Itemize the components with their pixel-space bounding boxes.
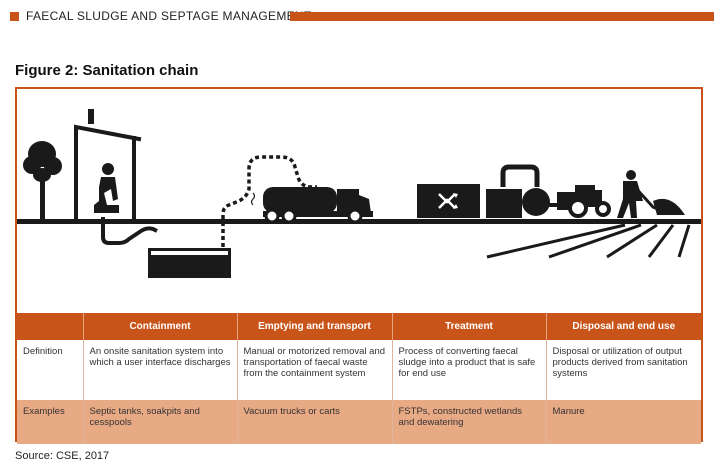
farmer-icon [617, 170, 685, 218]
drain-pipe [101, 217, 158, 245]
header-cell-containment: Containment [83, 313, 238, 340]
row-label: Examples [17, 400, 84, 444]
table-cell: Vacuum trucks or carts [237, 400, 393, 444]
treatment-plant-icon [417, 164, 550, 218]
tractor-icon [547, 185, 611, 218]
table-cell: Manure [546, 400, 701, 444]
containment-tank-icon [148, 248, 231, 278]
toilet-shelter-icon [74, 109, 142, 220]
vacuum-truck-icon [250, 187, 373, 224]
table-row-examples: Examples Septic tanks, soakpits and cess… [17, 400, 701, 444]
header-title: FAECAL SLUDGE AND SEPTAGE MANAGEMENT [26, 9, 312, 23]
table-cell: FSTPs, constructed wetlands and dewateri… [392, 400, 547, 444]
field-icon [486, 223, 691, 259]
header-cell-blank [17, 313, 84, 340]
table-header-row: Containment Emptying and transport Treat… [17, 313, 701, 340]
table-cell: Process of converting faecal sludge into… [392, 340, 547, 400]
table-cell: Manual or motorized removal and transpor… [237, 340, 393, 400]
person-icon [94, 163, 119, 213]
figure-title: Figure 2: Sanitation chain [15, 62, 199, 79]
page-header: FAECAL SLUDGE AND SEPTAGE MANAGEMENT [8, 8, 714, 26]
figure-frame: Containment Emptying and transport Treat… [15, 87, 703, 444]
sanitation-illustration [17, 109, 701, 278]
table-cell: Septic tanks, soakpits and cesspools [83, 400, 238, 444]
header-rule [290, 12, 714, 21]
table-row-definition: Definition An onsite sanitation system i… [17, 340, 701, 400]
suction-hose [221, 155, 317, 247]
sanitation-chain-table: Containment Emptying and transport Treat… [17, 313, 701, 444]
header-square-icon [10, 12, 19, 21]
row-label: Definition [17, 340, 84, 400]
tree-icon [23, 141, 62, 220]
header-cell-disposal: Disposal and end use [546, 313, 701, 340]
source-note: Source: CSE, 2017 [15, 450, 110, 462]
table-cell: An onsite sanitation system into which a… [83, 340, 238, 400]
table-cell: Disposal or utilization of output produc… [546, 340, 701, 400]
header-cell-emptying: Emptying and transport [237, 313, 393, 340]
header-cell-treatment: Treatment [392, 313, 547, 340]
